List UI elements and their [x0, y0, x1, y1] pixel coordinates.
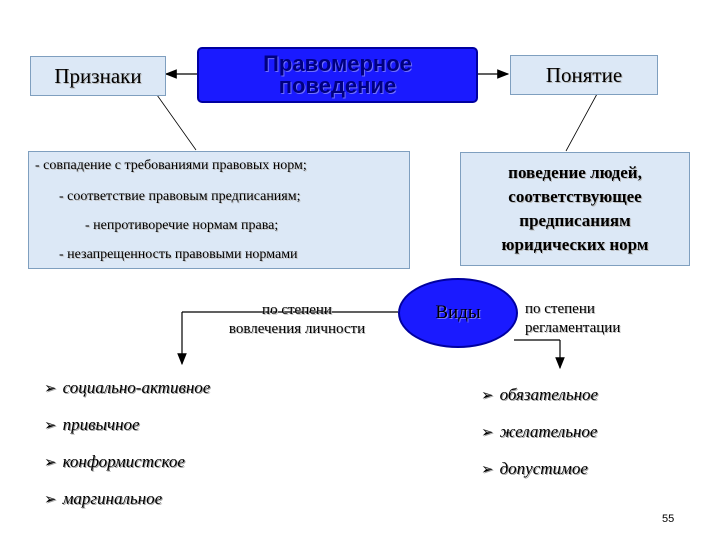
feature-item: - непротиворечие нормам права; [85, 218, 279, 233]
arrow-bullet-icon: ➢ [44, 453, 57, 471]
right-type-item: ➢желательное [481, 422, 598, 441]
left-type-item: ➢социально-активное [44, 378, 211, 397]
feature-item: - соответствие правовым предписаниям; [59, 189, 301, 204]
arrow-bullet-icon: ➢ [481, 423, 494, 441]
arrow-bullet-icon: ➢ [44, 490, 57, 508]
feature-item: - совпадение с требованиями правовых нор… [35, 158, 307, 173]
arrow-bullet-icon: ➢ [481, 386, 494, 404]
left-type-item: ➢конформистское [44, 452, 185, 471]
signs-box: Признаки [30, 56, 166, 96]
arrow-bullet-icon: ➢ [481, 460, 494, 478]
lawful-behavior-box: Правомерное поведение [197, 47, 478, 103]
features-box: - совпадение с требованиями правовых нор… [28, 151, 410, 269]
right-type-item: ➢допустимое [481, 459, 588, 478]
right-type-item: ➢обязательное [481, 385, 599, 404]
left-type-item: ➢привычное [44, 415, 140, 434]
arrow-bullet-icon: ➢ [44, 416, 57, 434]
types-ellipse: Виды [398, 278, 518, 348]
page-number: 55 [662, 513, 675, 525]
criterion-involvement: по степени вовлечения личности [228, 302, 366, 337]
line-signs-to-list [156, 94, 197, 151]
concept-box: Понятие [510, 55, 658, 95]
line-concept-to-def [565, 93, 598, 152]
arrow-bullet-icon: ➢ [44, 379, 57, 397]
definition-box: поведение людей, соответствующее предпис… [460, 152, 690, 266]
feature-item: - незапрещенность правовыми нормами [59, 247, 298, 262]
criterion-regulation: по степени регламентации [525, 301, 621, 336]
left-type-item: ➢маргинальное [44, 489, 163, 508]
